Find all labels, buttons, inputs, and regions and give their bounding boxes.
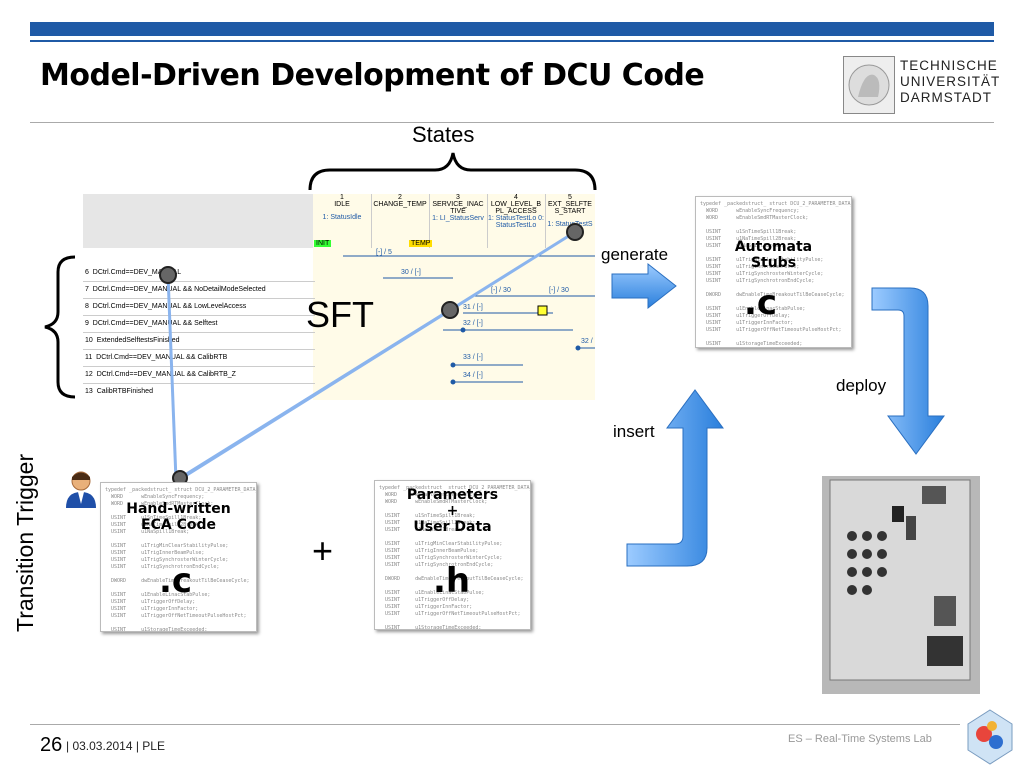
user-avatar-icon — [66, 471, 96, 508]
transition-label: 31 / [-] — [463, 304, 483, 311]
insert-arrow-icon — [626, 389, 724, 567]
deploy-arrow-icon — [871, 287, 945, 455]
transition-brace — [44, 255, 76, 399]
deploy-label: deploy — [836, 376, 887, 395]
table-row: 6 DCtrl.Cmd==DEV_MANUAL — [83, 264, 315, 282]
insert-label: insert — [613, 422, 655, 441]
table-row: 12 DCtrl.Cmd==DEV_MANUAL && CalibRTB_Z — [83, 366, 315, 384]
table-row: 10 ExtendedSelftestsFinished — [83, 332, 315, 350]
slide-title: Model-Driven Development of DCU Code — [40, 58, 705, 93]
parameters-title: Parameters+User Data — [406, 487, 499, 535]
generate-arrow-icon — [611, 262, 677, 310]
footer-divider — [30, 724, 960, 725]
handwritten-code-document: typedef _packedstruct_ struct DCU_2_PARA… — [100, 482, 257, 632]
dcu-hardware-photo — [822, 476, 980, 694]
states-brace — [308, 152, 597, 191]
table-header-left — [83, 194, 313, 248]
states-label: States — [412, 122, 475, 147]
handwritten-ext: .c — [159, 561, 193, 601]
transition-label: 32 / — [581, 338, 593, 345]
table-row: 11 DCtrl.Cmd==DEV_MANUAL && CalibRTB — [83, 349, 315, 367]
header-line — [30, 40, 994, 42]
automata-ext: .c — [744, 283, 778, 323]
parameters-ext: .h — [433, 561, 471, 601]
transition-arrows — [343, 255, 595, 385]
transition-label: 30 / [-] — [401, 269, 421, 276]
automata-stubs-document: typedef _packedstruct_ struct DCU_2_PARA… — [695, 196, 852, 348]
footer-info: | 03.03.2014 | PLE — [66, 739, 165, 753]
transition-label: 32 / [-] — [463, 320, 483, 327]
transition-label: [-] / 30 — [549, 287, 569, 294]
page-number: 26 — [40, 734, 63, 756]
temp-badge: TEMP — [409, 240, 433, 247]
lab-name: ES – Real-Time Systems Lab — [788, 733, 932, 745]
table-row: 13 CalibRTBFinished — [85, 388, 153, 395]
transition-label: 33 / [-] — [463, 354, 483, 361]
transition-label: [-] / 30 — [491, 287, 511, 294]
generate-label: generate — [601, 245, 669, 264]
university-seal-icon — [843, 56, 895, 114]
init-badge: INIT — [314, 240, 332, 247]
sft-label: SFT — [306, 294, 374, 335]
table-row: 7 DCtrl.Cmd==DEV_MANUAL && NoDetailModeS… — [83, 281, 315, 299]
header-bar — [30, 22, 994, 36]
transition-label: 34 / [-] — [463, 372, 483, 379]
plus-sign: + — [312, 530, 334, 571]
title-divider — [30, 122, 994, 123]
table-row: 9 DCtrl.Cmd==DEV_MANUAL && Selftest — [83, 315, 315, 333]
transition-label: [-] / 5 — [376, 249, 392, 256]
parameters-document: typedef _packedstruct_ struct DCU_2_PARA… — [374, 480, 531, 630]
es-lab-logo-icon — [967, 709, 1013, 765]
